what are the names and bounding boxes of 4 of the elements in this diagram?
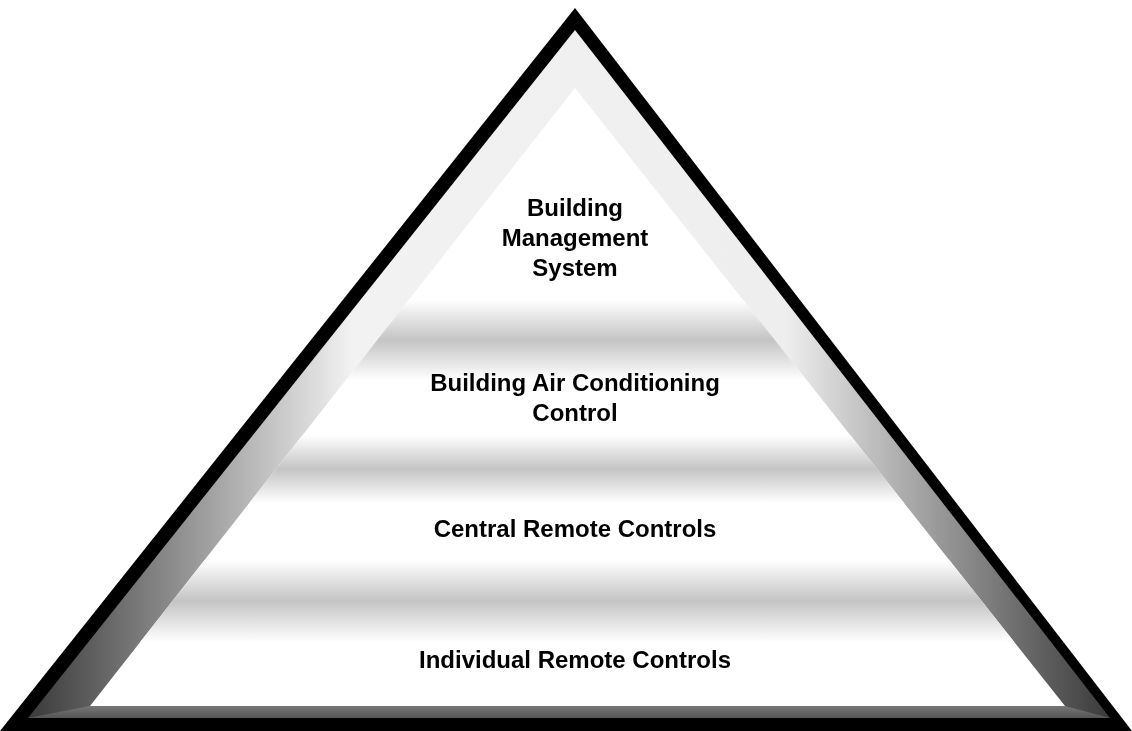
pyramid-tier-label: Building Air Conditioning Control: [395, 368, 755, 428]
pyramid-tier-label: Building Management System: [475, 193, 675, 283]
pyramid-tier-label: Individual Remote Controls: [419, 645, 731, 675]
pyramid-tier-label: Central Remote Controls: [433, 514, 717, 544]
